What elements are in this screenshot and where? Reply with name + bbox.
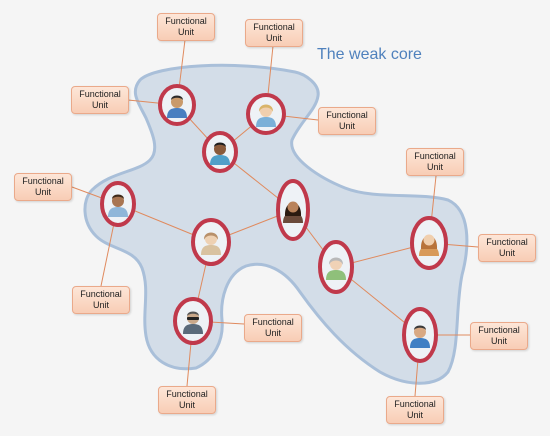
- unit-label-line1: Functional: [478, 325, 520, 335]
- unit-label-line2: Unit: [34, 187, 51, 197]
- unit-label-line1: Functional: [326, 110, 368, 120]
- person-dark-skin-icon: [210, 142, 230, 165]
- person-p5: [276, 179, 310, 241]
- unit-label-line1: Functional: [79, 89, 121, 99]
- unit-label-line1: Functional: [165, 16, 207, 26]
- unit-label-line1: Functional: [252, 317, 294, 327]
- unit-label-line1: Functional: [166, 389, 208, 399]
- person-older-icon: [201, 232, 221, 255]
- unit-label-line2: Unit: [490, 336, 507, 346]
- person-brown-hair-icon: [108, 194, 128, 217]
- unit-label-line1: Functional: [80, 289, 122, 299]
- person-blonde-icon: [256, 104, 276, 127]
- person-p10: [402, 307, 438, 363]
- person-p9: [410, 216, 448, 270]
- person-redhead-icon: [419, 234, 439, 256]
- person-p7: [173, 297, 213, 345]
- person-gray-hair-icon: [326, 257, 346, 280]
- person-long-hair-icon: [283, 201, 303, 223]
- unit-label-line2: Unit: [91, 100, 108, 110]
- unit-label-line2: Unit: [92, 300, 109, 310]
- person-p1: [158, 84, 196, 126]
- person-p6: [191, 218, 231, 266]
- unit-label-line2: Unit: [265, 33, 282, 43]
- unit-label-line1: Functional: [394, 399, 436, 409]
- person-p4: [100, 181, 136, 227]
- person-sunglasses-icon: [183, 311, 203, 334]
- unit-label-line1: Functional: [253, 22, 295, 32]
- unit-label-line1: Functional: [486, 237, 528, 247]
- unit-label-line2: Unit: [178, 400, 195, 410]
- unit-label-line2: Unit: [426, 162, 443, 172]
- unit-label-line2: Unit: [177, 27, 194, 37]
- person-p2: [246, 93, 286, 135]
- person-p3: [202, 131, 238, 173]
- unit-label-line2: Unit: [264, 328, 281, 338]
- unit-label-line1: Functional: [414, 151, 456, 161]
- weak-core-label: The weak core: [317, 46, 422, 63]
- unit-label-line2: Unit: [406, 410, 423, 420]
- person-p8: [318, 240, 354, 294]
- person-dark-hair-icon: [167, 95, 187, 118]
- unit-label-line2: Unit: [498, 248, 515, 258]
- unit-label-line1: Functional: [22, 176, 64, 186]
- person-blue-icon: [410, 325, 430, 348]
- unit-label-line2: Unit: [338, 121, 355, 131]
